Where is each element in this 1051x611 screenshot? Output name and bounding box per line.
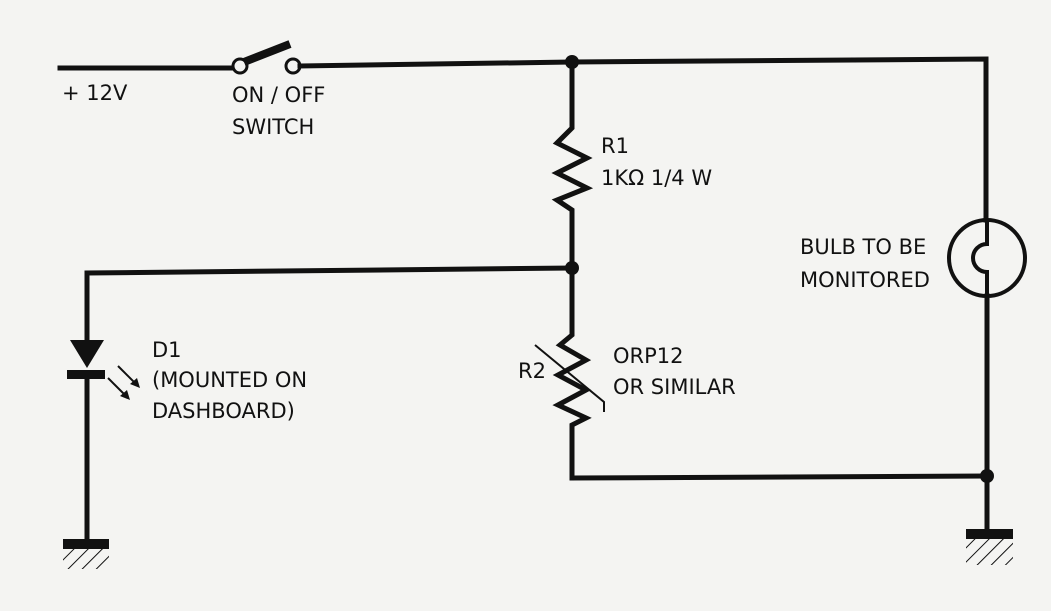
light-emission-arrows-icon (107, 365, 140, 400)
d1-ref: D1 (152, 338, 182, 362)
r2-label-line1: ORP12 (613, 344, 684, 368)
led-feed-wire (84, 265, 575, 343)
ldr-indicator-line (534, 344, 605, 412)
r1-value: 1KΩ 1/4 W (601, 166, 712, 190)
r1-ref: R1 (601, 134, 629, 158)
switch-label-line1: ON / OFF (232, 83, 325, 107)
ground-symbol-left (63, 539, 109, 569)
d1-led-symbol (67, 340, 140, 543)
bulb-label-line1: BULB TO BE (800, 235, 926, 259)
r2-ldr-resistor (552, 265, 989, 481)
d1-label-line2: DASHBOARD) (152, 399, 295, 423)
bulb-label-line2: MONITORED (800, 268, 930, 292)
r2-ref: R2 (518, 359, 546, 383)
switch-label-line2: SWITCH (232, 115, 314, 139)
switch-symbol (231, 40, 302, 75)
bulb-symbol (947, 218, 1027, 298)
supply-label: + 12V (62, 81, 128, 105)
top-rail-wire (297, 56, 989, 223)
r2-label-line2: OR SIMILAR (613, 375, 736, 399)
junction-dot-bottom (980, 469, 994, 483)
r1-resistor (551, 59, 594, 271)
d1-label-line1: (MOUNTED ON (152, 368, 307, 392)
ground-symbol-right (966, 529, 1013, 565)
